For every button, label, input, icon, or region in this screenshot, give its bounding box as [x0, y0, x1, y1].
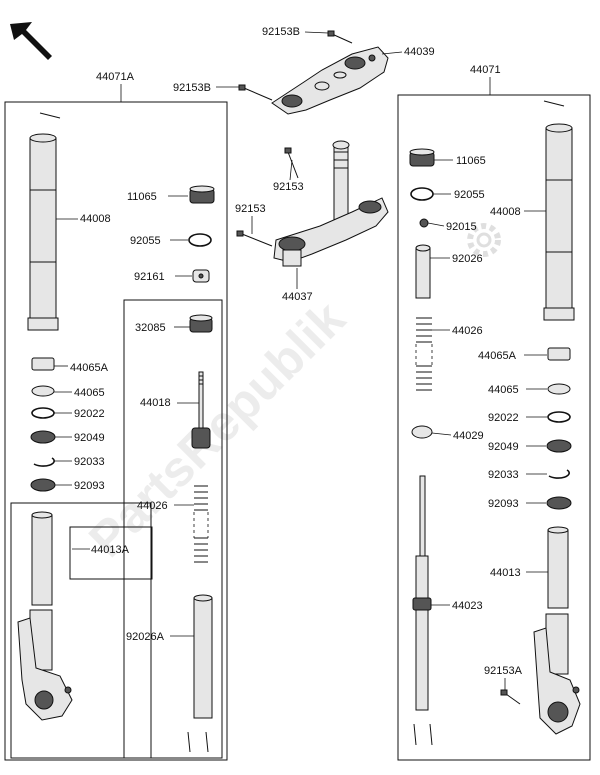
- outer-tube-right: [543, 100, 575, 321]
- label-R-44023: 44023: [452, 600, 483, 612]
- label-L-44065A: 44065A: [70, 362, 109, 374]
- snap-ring-92033-right: [548, 469, 570, 479]
- label-L-92033: 92033: [74, 456, 105, 468]
- label-92153-b: 92153: [235, 203, 266, 215]
- label-L-92093: 92093: [74, 480, 105, 492]
- cartridge-44023: [412, 475, 433, 746]
- spring-44026-left: [193, 485, 209, 563]
- steering-stem-lower-clamp: [273, 140, 389, 267]
- bush-44065A-right: [547, 347, 571, 361]
- label-L-44026: 44026: [137, 500, 168, 512]
- bush-44065A-left: [31, 357, 55, 371]
- label-44037: 44037: [282, 291, 313, 303]
- label-92153B-top: 92153B: [262, 26, 300, 38]
- label-R-44026: 44026: [452, 325, 483, 337]
- watermark-gear-icon: [467, 223, 501, 257]
- label-R-44065A: 44065A: [478, 350, 517, 362]
- dust-seal-92093-right: [546, 496, 572, 510]
- bolt-92153B-mid: [238, 84, 273, 101]
- washer-92022-left: [31, 407, 55, 419]
- label-R-92153A: 92153A: [484, 665, 523, 677]
- inner-left-tube-frame: [10, 502, 152, 759]
- bolt-92153-b: [236, 230, 273, 247]
- label-R-11065: 11065: [456, 155, 486, 167]
- cap-11065-right: [409, 148, 435, 167]
- oring-92055-left: [188, 233, 212, 247]
- outer-tube-left: [27, 112, 61, 331]
- inner-44013A-frame: [69, 526, 153, 580]
- label-L-44065: 44065: [74, 387, 105, 399]
- damper-rod-44018: [191, 371, 211, 449]
- label-44013A: 44013A: [91, 544, 130, 556]
- label-L-92055: 92055: [130, 235, 161, 247]
- label-92153-a: 92153: [273, 181, 304, 193]
- spring-44026-right: [415, 317, 433, 391]
- label-R-92055: 92055: [454, 189, 485, 201]
- seal-92049-right: [546, 439, 572, 453]
- label-R-92049: 92049: [488, 441, 519, 453]
- label-R-92033: 92033: [488, 469, 519, 481]
- part-92015: [419, 218, 429, 228]
- label-R-92015: 92015: [446, 221, 477, 233]
- label-92153B-mid: 92153B: [173, 82, 211, 94]
- part-44029: [411, 425, 433, 439]
- label-L-11065: 11065: [127, 191, 157, 203]
- label-L-92161: 92161: [134, 271, 165, 283]
- upper-triple-clamp: [271, 46, 389, 115]
- watermark-text: PartsRepublik: [78, 290, 355, 567]
- inner-cartridge-frame: [123, 299, 223, 759]
- label-R-92026: 92026: [452, 253, 483, 265]
- bolt-92153B-top: [327, 30, 353, 44]
- washer-92022-right: [547, 411, 571, 423]
- label-R-92093: 92093: [488, 498, 519, 510]
- left-assembly-frame: [4, 101, 228, 761]
- label-L-32085: 32085: [135, 322, 166, 334]
- spacer-92026: [415, 244, 431, 299]
- part-32085: [189, 314, 213, 333]
- label-L-44008: 44008: [80, 213, 111, 225]
- label-L-92026A: 92026A: [126, 631, 165, 643]
- label-L-92049: 92049: [74, 432, 105, 444]
- spacer-92026A: [187, 594, 213, 753]
- label-R-92022: 92022: [488, 412, 519, 424]
- label-R-44008: 44008: [490, 206, 521, 218]
- bush-44065-left: [31, 385, 55, 397]
- seal-92049-left: [30, 430, 56, 444]
- label-L-92022: 92022: [74, 408, 105, 420]
- right-assembly-frame: [397, 94, 591, 761]
- direction-arrow-icon: [10, 22, 52, 60]
- label-R-44029: 44029: [453, 430, 484, 442]
- bush-44065-right: [547, 383, 571, 395]
- inner-tube-left: [17, 511, 73, 721]
- part-92161: [192, 269, 210, 283]
- bolt-92153-a: [284, 147, 299, 179]
- dust-seal-92093-left: [30, 478, 56, 492]
- inner-tube-right: [533, 526, 581, 735]
- label-R-44013: 44013: [490, 567, 521, 579]
- bolt-92153A: [500, 689, 521, 705]
- oring-92055-right: [410, 187, 434, 201]
- label-L-44018: 44018: [140, 397, 171, 409]
- label-44071: 44071: [470, 64, 501, 76]
- label-R-44065: 44065: [488, 384, 519, 396]
- label-44039: 44039: [404, 46, 435, 58]
- cap-11065-left: [189, 185, 215, 204]
- snap-ring-92033-left: [33, 457, 55, 467]
- label-44071A: 44071A: [96, 71, 135, 83]
